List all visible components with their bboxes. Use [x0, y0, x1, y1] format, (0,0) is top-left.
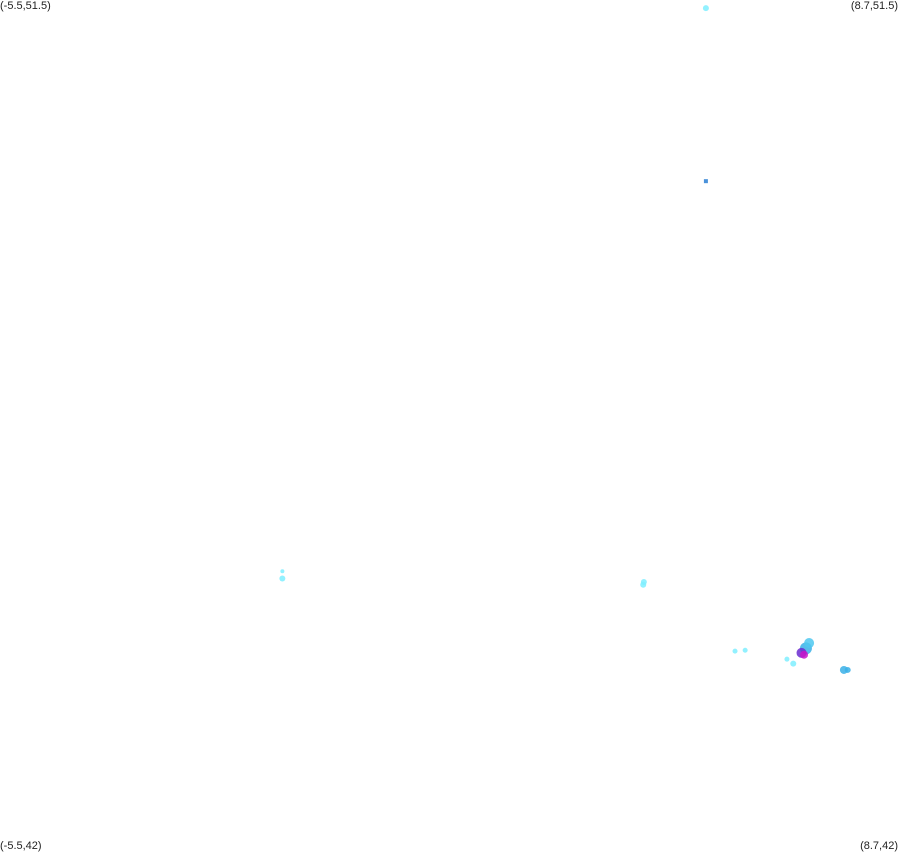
- corner-label-bottom-right: (8.7,42): [860, 840, 898, 852]
- data-point-13: [800, 650, 809, 659]
- data-point-0: [702, 5, 709, 12]
- corner-label-bottom-left: (-5.5,42): [0, 840, 42, 852]
- data-point-5: [640, 581, 647, 588]
- data-point-8: [784, 656, 790, 662]
- data-point-2: [280, 569, 285, 574]
- corner-label-top-right: (8.7,51.5): [850, 0, 898, 12]
- data-point-3: [279, 575, 286, 582]
- corner-label-top-left: (-5.5,51.5): [0, 0, 51, 12]
- data-point-11: [804, 638, 815, 649]
- data-point-15: [844, 666, 851, 673]
- data-point-9: [790, 660, 797, 667]
- data-point-7: [742, 647, 748, 653]
- data-point-1: [703, 179, 708, 184]
- data-point-6: [732, 648, 738, 654]
